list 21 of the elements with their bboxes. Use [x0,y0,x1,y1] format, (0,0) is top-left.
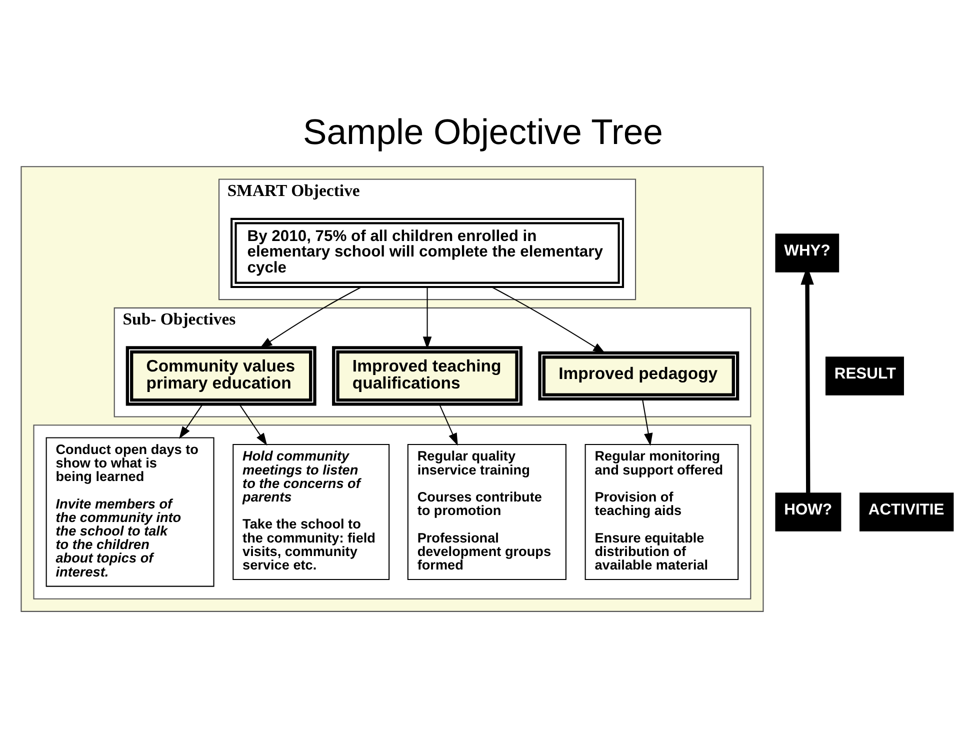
arrow [439,404,458,446]
arrow [239,404,268,446]
node-box: Regular quality inservice training Courses contribute to promotion Professional development groups formed [407,444,566,580]
arrow [642,399,653,446]
node-box: Conduct open days to show to what is being learned Invite members of the community into the school to talk to the children about topics of interest. [46,437,214,587]
arrow [422,287,432,350]
node-box: HOW? [775,492,842,532]
node-box: RESULT [825,356,904,396]
node-box: Improved pedagogy [538,351,740,401]
arrow [179,404,203,439]
cluster [20,166,764,612]
node-box: Hold community meetings to listen to the concerns of parents Take the school to the community: field visits, community service etc. [232,444,390,580]
node-box: Community values primary education [126,346,316,406]
node-box: Regular monitoring and support offered Provision of teaching aids Ensure equitable distribution of available material [584,444,739,580]
node-box: WHY? [775,234,840,272]
arrow [260,286,362,348]
arrow [491,286,606,354]
diagram-title: Sample Objective Tree [303,112,663,152]
node-box: By 2010, 75% of all children enrolled in elementary school will complete the elementary cycle [230,218,624,288]
node-box: ACTIVITIE [860,492,954,532]
node-box: Improved teaching qualifications [332,346,523,406]
